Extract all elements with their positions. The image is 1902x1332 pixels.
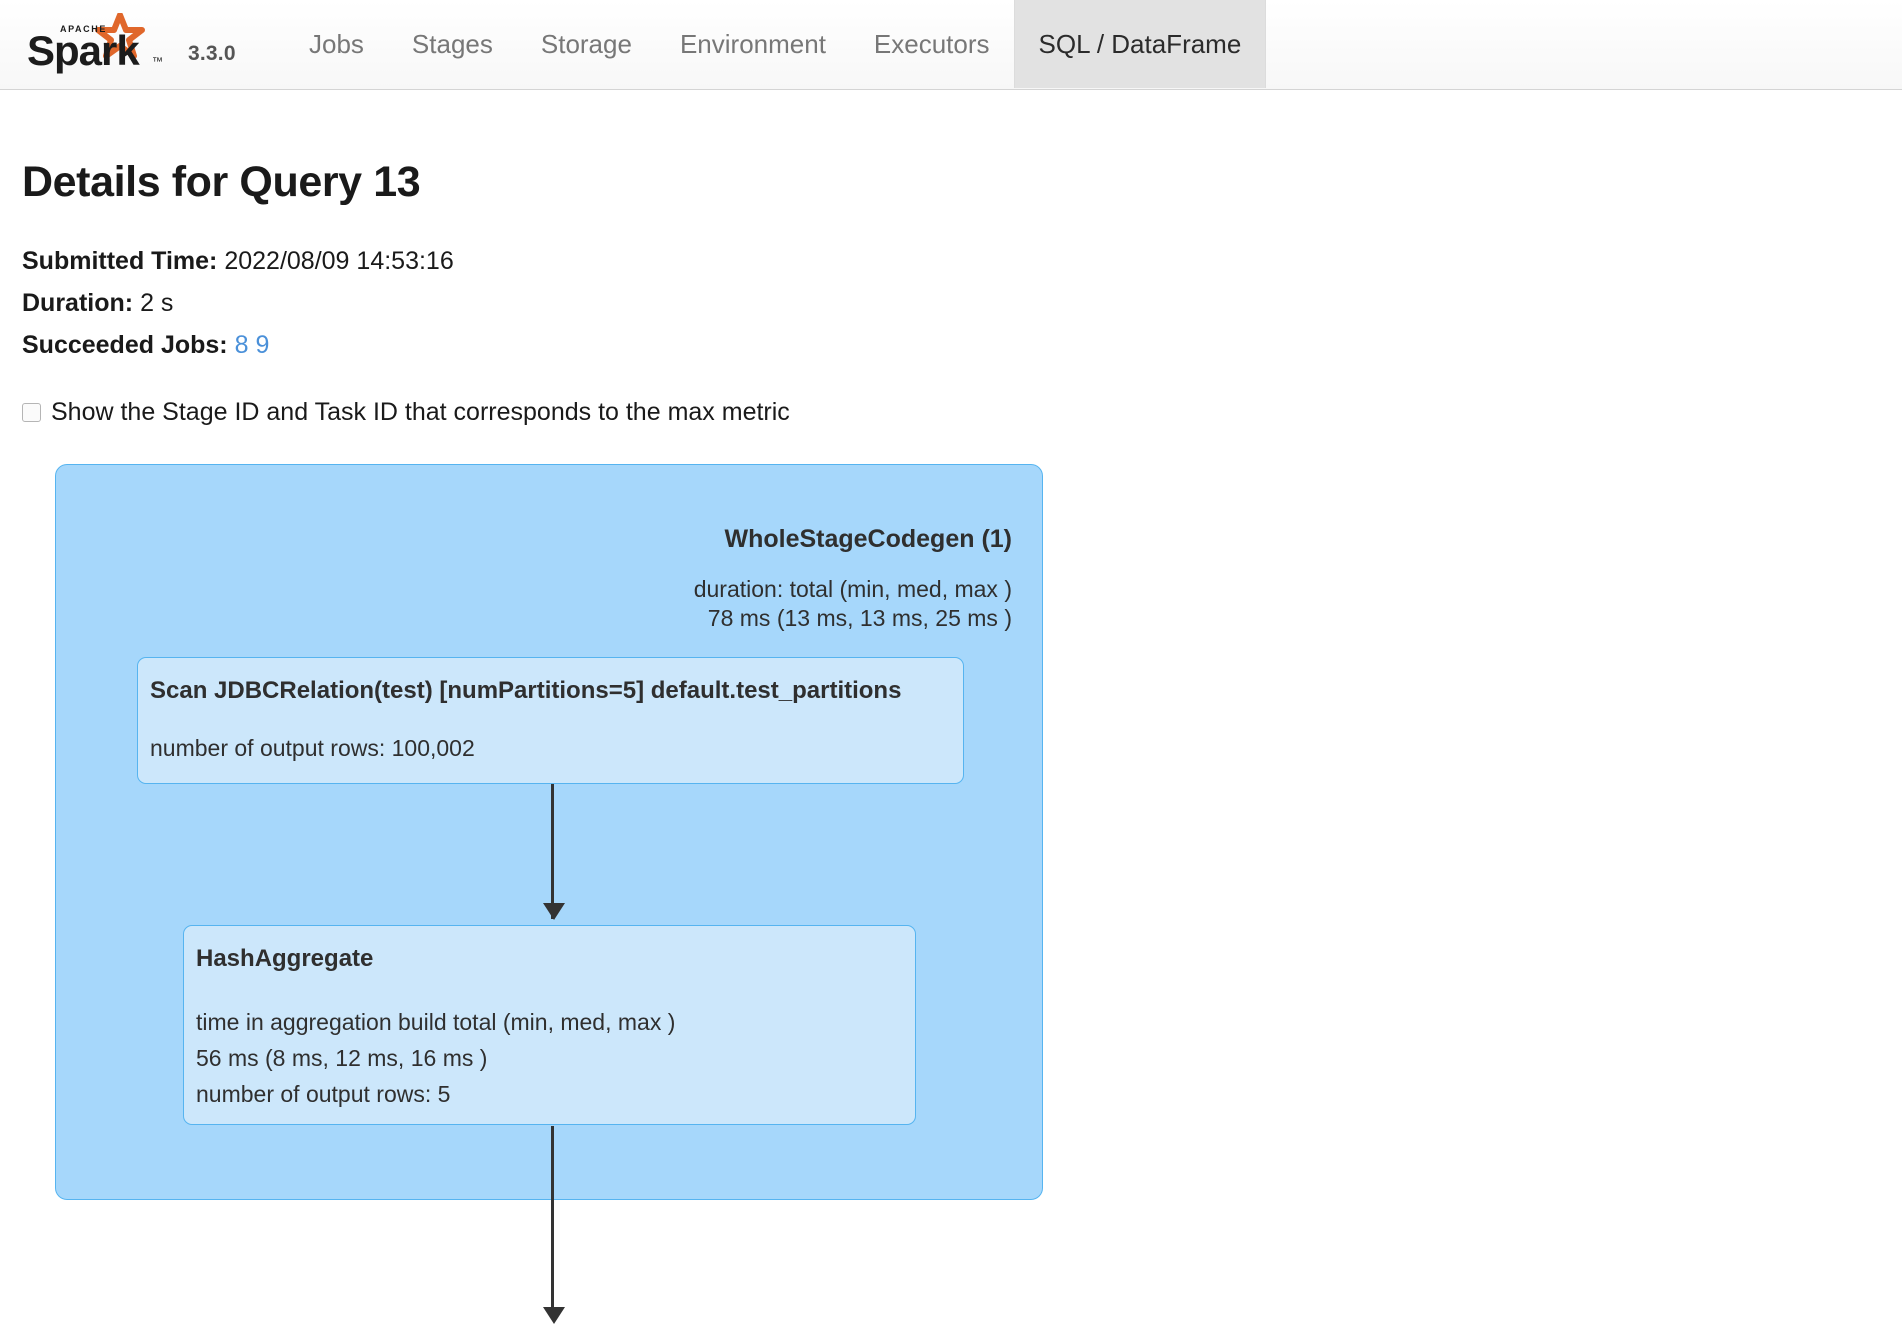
show-stage-task-id-row: Show the Stage ID and Task ID that corre… [22, 398, 790, 427]
submitted-time-label: Submitted Time: [22, 247, 218, 275]
apache-spark-logo-icon: APACHE Spark ™ [22, 12, 182, 77]
tab-sql-dataframe[interactable]: SQL / DataFrame [1013, 0, 1267, 88]
plan-node-hashaggregate-title: HashAggregate [196, 945, 374, 972]
edge-scan-to-hashaggregate-arrowhead-icon [543, 903, 565, 920]
plan-node-hashaggregate-metrics: time in aggregation build total (min, me… [196, 1009, 676, 1107]
duration-label: Duration: [22, 289, 134, 317]
submitted-time-value: 2022/08/09 14:53:16 [224, 247, 454, 275]
plan-node-scan-jdbcrelation[interactable]: Scan JDBCRelation(test) [numPartitions=5… [137, 657, 964, 784]
succeeded-jobs-label: Succeeded Jobs: [22, 331, 228, 359]
tab-environment[interactable]: Environment [679, 28, 826, 59]
succeeded-job-link-9[interactable]: 9 [255, 331, 270, 359]
brand-area[interactable]: APACHE Spark ™ 3.3.0 [22, 0, 236, 90]
show-stage-task-id-label[interactable]: Show the Stage ID and Task ID that corre… [51, 398, 790, 426]
page-title: Details for Query 13 [22, 158, 421, 206]
spark-version-label: 3.3.0 [188, 42, 236, 65]
query-meta-list: Submitted Time: 2022/08/09 14:53:16 Dura… [22, 240, 454, 366]
edge-scan-to-hashaggregate-line [551, 784, 554, 919]
meta-row-succeeded-jobs: Succeeded Jobs: 8 9 [22, 324, 454, 366]
svg-text:APACHE: APACHE [60, 24, 107, 34]
edge-hashaggregate-to-next-arrowhead-icon [543, 1307, 565, 1324]
edge-hashaggregate-to-next-line [551, 1126, 554, 1316]
duration-value: 2 s [140, 289, 174, 317]
svg-text:Spark: Spark [27, 27, 140, 74]
wholestagecodegen-metrics: duration: total (min, med, max ) 78 ms (… [693, 576, 1012, 631]
wholestagecodegen-stage-box[interactable]: WholeStageCodegen (1) duration: total (m… [55, 464, 1043, 1200]
plan-node-scan-metrics: number of output rows: 100,002 [150, 735, 475, 761]
tab-jobs[interactable]: Jobs [309, 28, 364, 59]
succeeded-job-link-8[interactable]: 8 [234, 331, 249, 359]
tab-executors[interactable]: Executors [873, 28, 990, 59]
top-navbar: APACHE Spark ™ 3.3.0 Jobs Stages Storage… [0, 0, 1902, 90]
plan-node-hashaggregate[interactable]: HashAggregate time in aggregation build … [183, 925, 916, 1125]
tab-stages[interactable]: Stages [411, 28, 493, 59]
meta-row-submitted-time: Submitted Time: 2022/08/09 14:53:16 [22, 240, 454, 282]
tab-storage[interactable]: Storage [540, 28, 632, 59]
meta-row-duration: Duration: 2 s [22, 282, 454, 324]
show-stage-task-id-checkbox[interactable] [22, 403, 41, 422]
wholestagecodegen-title: WholeStageCodegen (1) [724, 525, 1012, 553]
plan-node-scan-title: Scan JDBCRelation(test) [numPartitions=5… [150, 677, 902, 704]
nav-tabs: Jobs Stages Storage Environment Executor… [285, 0, 1267, 90]
svg-text:™: ™ [152, 56, 163, 68]
